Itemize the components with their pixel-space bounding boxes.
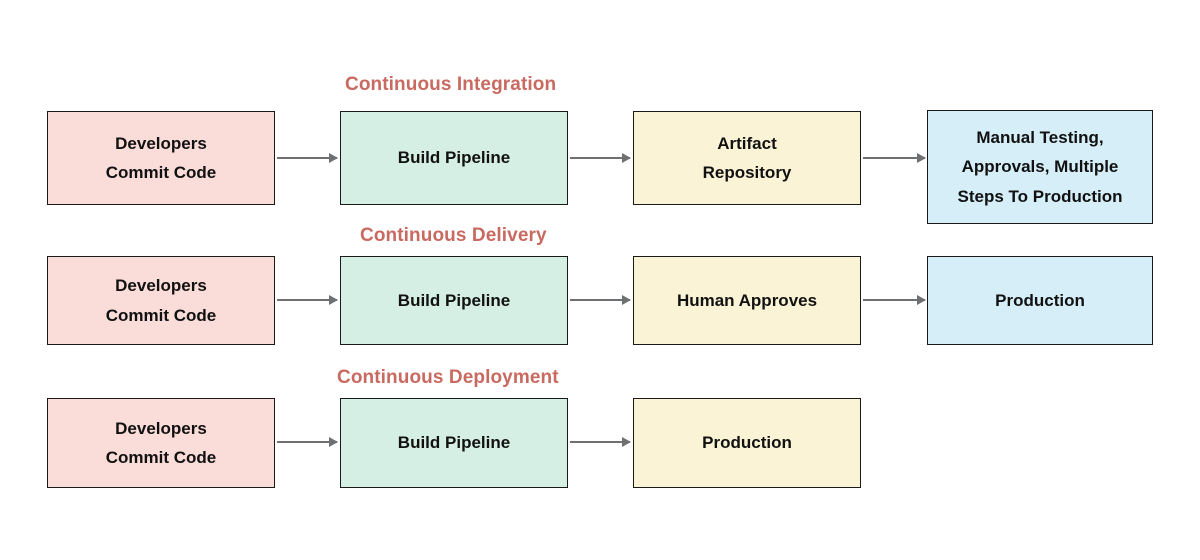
arrow-ci-2 (570, 157, 630, 159)
arrow-ci-3 (863, 157, 925, 159)
node-label: Developers Commit Code (105, 276, 217, 325)
node-manual-testing-approvals-ci[interactable]: Manual Testing, Approvals, Multiple Step… (927, 110, 1153, 224)
node-developers-commit-code-cdep[interactable]: Developers Commit Code (47, 398, 275, 488)
node-label: Production (995, 290, 1085, 310)
arrow-ci-1 (277, 157, 337, 159)
node-human-approves-cd[interactable]: Human Approves (633, 256, 861, 345)
node-developers-commit-code-ci[interactable]: Developers Commit Code (47, 111, 275, 205)
node-label: Manual Testing, Approvals, Multiple Step… (957, 128, 1123, 206)
node-label: Build Pipeline (397, 148, 511, 168)
section-title-continuous-delivery: Continuous Delivery (360, 225, 547, 246)
node-build-pipeline-cdep[interactable]: Build Pipeline (340, 398, 568, 488)
node-production-cd[interactable]: Production (927, 256, 1153, 345)
arrow-cd-2 (570, 299, 630, 301)
node-label: Artifact Repository (702, 133, 792, 182)
node-label: Build Pipeline (397, 290, 511, 310)
node-label: Developers Commit Code (105, 418, 217, 467)
node-developers-commit-code-cd[interactable]: Developers Commit Code (47, 256, 275, 345)
node-label: Developers Commit Code (105, 133, 217, 182)
node-production-cdep[interactable]: Production (633, 398, 861, 488)
node-artifact-repository-ci[interactable]: Artifact Repository (633, 111, 861, 205)
node-label: Human Approves (676, 290, 818, 310)
arrow-cd-1 (277, 299, 337, 301)
node-build-pipeline-cd[interactable]: Build Pipeline (340, 256, 568, 345)
node-label: Build Pipeline (397, 433, 511, 453)
arrow-cd-3 (863, 299, 925, 301)
node-build-pipeline-ci[interactable]: Build Pipeline (340, 111, 568, 205)
arrow-cdep-1 (277, 441, 337, 443)
arrow-cdep-2 (570, 441, 630, 443)
section-title-continuous-integration: Continuous Integration (345, 74, 557, 95)
section-title-continuous-deployment: Continuous Deployment (337, 367, 559, 388)
node-label: Production (702, 433, 792, 453)
